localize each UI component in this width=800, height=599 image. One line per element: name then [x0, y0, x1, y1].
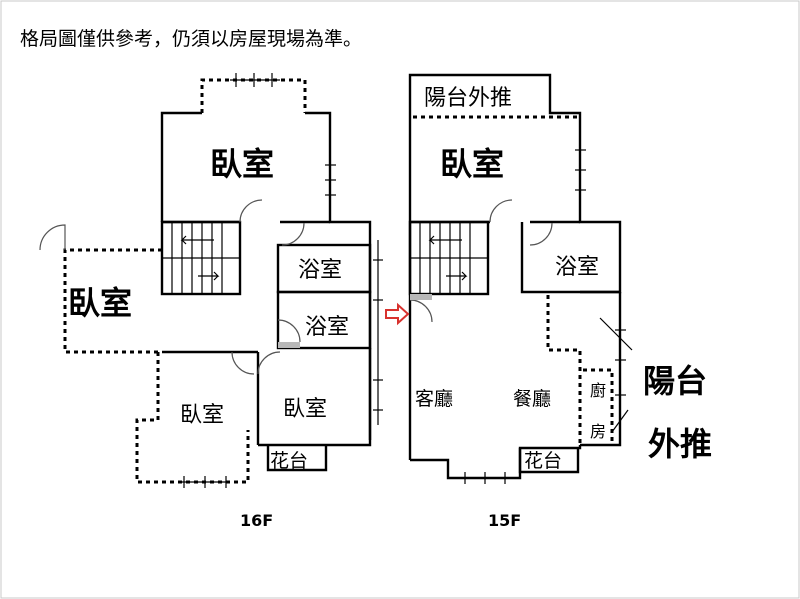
door-left-16f [39, 224, 66, 251]
room-label-bedroom-left-16f: 臥室 [68, 284, 132, 322]
room-label-balcony-side-1-15f: 陽台 [643, 362, 707, 400]
bottom-right-bedroom-16f [258, 348, 372, 447]
door-bath-15f [529, 222, 553, 246]
door-bath-lower-16f [277, 319, 301, 343]
room-label-planter-16f: 花台 [270, 450, 308, 472]
room-label-bath-15f: 浴室 [555, 255, 599, 280]
room-label-dining-15f: 餐廳 [513, 388, 551, 410]
room-label-bedroom-bl-16f: 臥室 [180, 403, 224, 428]
room-label-bedroom-top-16f: 臥室 [210, 145, 274, 183]
floor-label-16f: 16F [240, 511, 273, 530]
window-top-16f [230, 73, 280, 87]
floor-label-15f: 15F [488, 511, 521, 530]
room-label-bedroom-15f: 臥室 [440, 145, 504, 183]
door-corridor-16f [239, 199, 263, 223]
kitchen-outline-15f [546, 295, 582, 445]
room-label-bath-lower-16f: 浴室 [305, 315, 349, 340]
left-bedroom-outline-16f [63, 248, 162, 354]
window-kitchen-15f [599, 310, 633, 420]
room-label-kitchen-1-15f: 廚 [590, 381, 606, 400]
stair-treads-16f [162, 222, 240, 294]
entrance-threshold-15f [410, 294, 432, 300]
room-label-living-15f: 客廳 [415, 388, 453, 410]
door-bedroom-br-16f [257, 351, 281, 375]
door-bedroom-bl-16f [231, 351, 255, 375]
stair-arrow-icon [180, 235, 220, 281]
door-bath-upper-16f [281, 222, 305, 246]
room-label-kitchen-2-15f: 房 [590, 422, 606, 441]
outer-wall-15f [408, 73, 622, 460]
floor-15f-plan [408, 73, 633, 484]
window-side-16f [373, 240, 383, 425]
disclaimer-note: 格局圖僅供參考，仍須以房屋現場為準。 [20, 28, 362, 50]
wall-top-left-16f [160, 111, 202, 222]
room-label-balcony-side-2-15f: 外推 [648, 425, 712, 463]
stair-arrow-icon [428, 235, 468, 281]
kitchen-inner-15f [583, 368, 614, 445]
stair-treads-15f [410, 222, 488, 294]
room-label-planter-15f: 花台 [524, 450, 562, 472]
bath-15f [520, 222, 620, 294]
bath-threshold-16f [278, 342, 300, 348]
leader-line-15f [611, 409, 629, 433]
planter-16f [266, 445, 328, 472]
bottom-wall-15f [410, 445, 582, 480]
window-bottom-15f [455, 472, 515, 484]
door-bedroom-15f [489, 199, 513, 223]
window-right-16f [325, 160, 336, 200]
floor-16f-plan [39, 73, 383, 488]
bottom-left-bedroom-outline-16f [135, 352, 250, 484]
balcony-outline-top-16f [200, 78, 307, 113]
room-label-bath-upper-16f: 浴室 [298, 258, 342, 283]
entrance-arrow-icon [385, 302, 410, 326]
room-label-bedroom-br-16f: 臥室 [283, 397, 327, 422]
window-bottom-16f [178, 476, 230, 488]
planter-15f [518, 448, 580, 474]
room-label-balcony-top-15f: 陽台外推 [424, 86, 512, 111]
door-entrance-15f [409, 299, 433, 323]
window-right-15f [575, 140, 586, 200]
